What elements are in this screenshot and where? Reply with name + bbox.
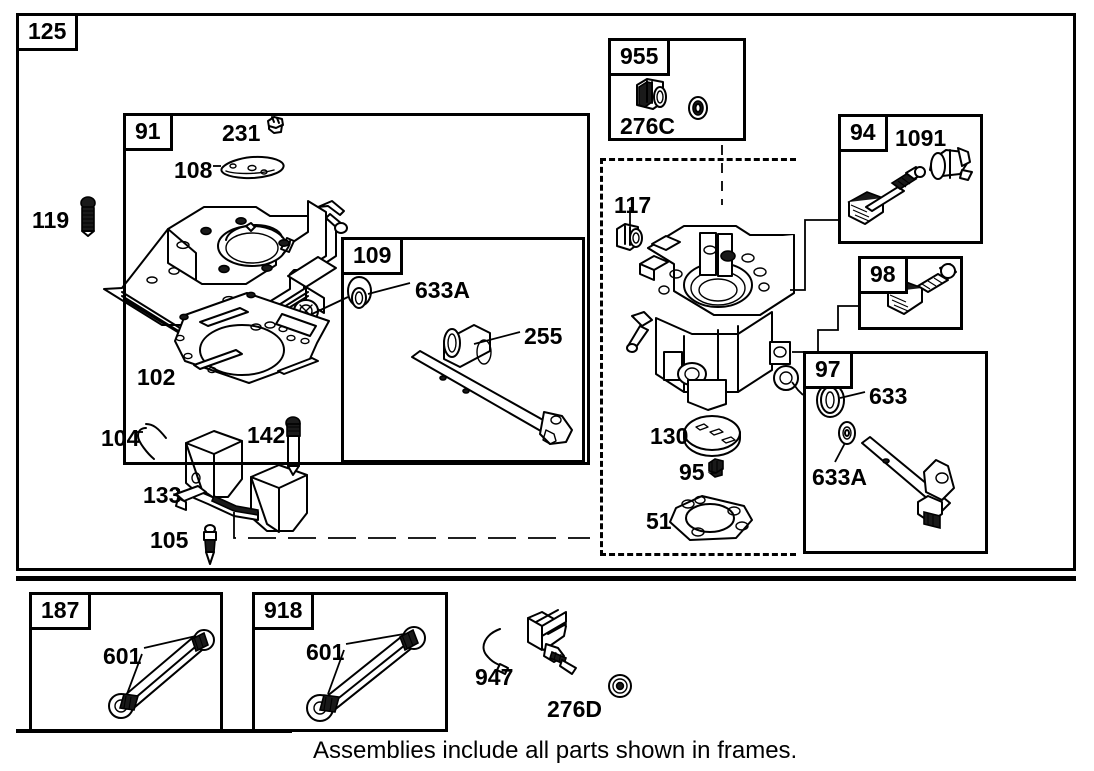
label-947: 947	[475, 664, 514, 690]
label-633a-97: 633A	[812, 464, 867, 490]
label-117: 117	[614, 192, 652, 218]
label-119: 119	[32, 207, 70, 233]
part-276D-washer	[608, 674, 632, 698]
frame-label-187: 187	[29, 592, 92, 630]
label-601-187: 601	[103, 643, 142, 669]
frame-125: 125	[16, 13, 1076, 571]
frame-97: 97	[803, 351, 988, 554]
frame-955: 955	[608, 38, 746, 141]
frame-187: 187	[29, 592, 223, 732]
frame-918: 918	[252, 592, 448, 732]
label-633a-109: 633A	[415, 277, 470, 303]
label-130: 130	[650, 423, 689, 449]
label-255: 255	[524, 323, 563, 349]
label-1091: 1091	[895, 125, 947, 151]
dashed-region-top-edge	[600, 158, 796, 161]
frame-label-918: 918	[252, 592, 315, 630]
label-95: 95	[679, 459, 705, 485]
label-142: 142	[247, 422, 286, 448]
label-51: 51	[646, 508, 672, 534]
label-231: 231	[222, 120, 261, 146]
label-133: 133	[143, 482, 182, 508]
frame-label-94: 94	[838, 114, 888, 152]
frame-98: 98	[858, 256, 963, 330]
dashed-region-carburetor-body	[600, 158, 796, 556]
frame-label-97: 97	[803, 351, 853, 389]
label-105: 105	[150, 527, 189, 553]
label-276c: 276C	[620, 113, 675, 139]
frame-109: 109	[341, 237, 585, 463]
label-276d: 276D	[547, 696, 602, 722]
label-104: 104	[101, 425, 140, 451]
frame-label-125: 125	[16, 13, 79, 51]
label-633: 633	[869, 383, 908, 409]
frame-label-91: 91	[123, 113, 173, 151]
diagram-caption: Assemblies include all parts shown in fr…	[313, 737, 798, 764]
label-108: 108	[174, 157, 213, 183]
label-102: 102	[137, 364, 176, 390]
frame-label-109: 109	[341, 237, 404, 275]
label-601-918: 601	[306, 639, 345, 665]
frame-91: 91	[123, 113, 590, 465]
frame-label-955: 955	[608, 38, 671, 76]
section-divider	[16, 576, 1076, 581]
frame-label-98: 98	[858, 256, 908, 294]
frame-94: 94	[838, 114, 983, 244]
